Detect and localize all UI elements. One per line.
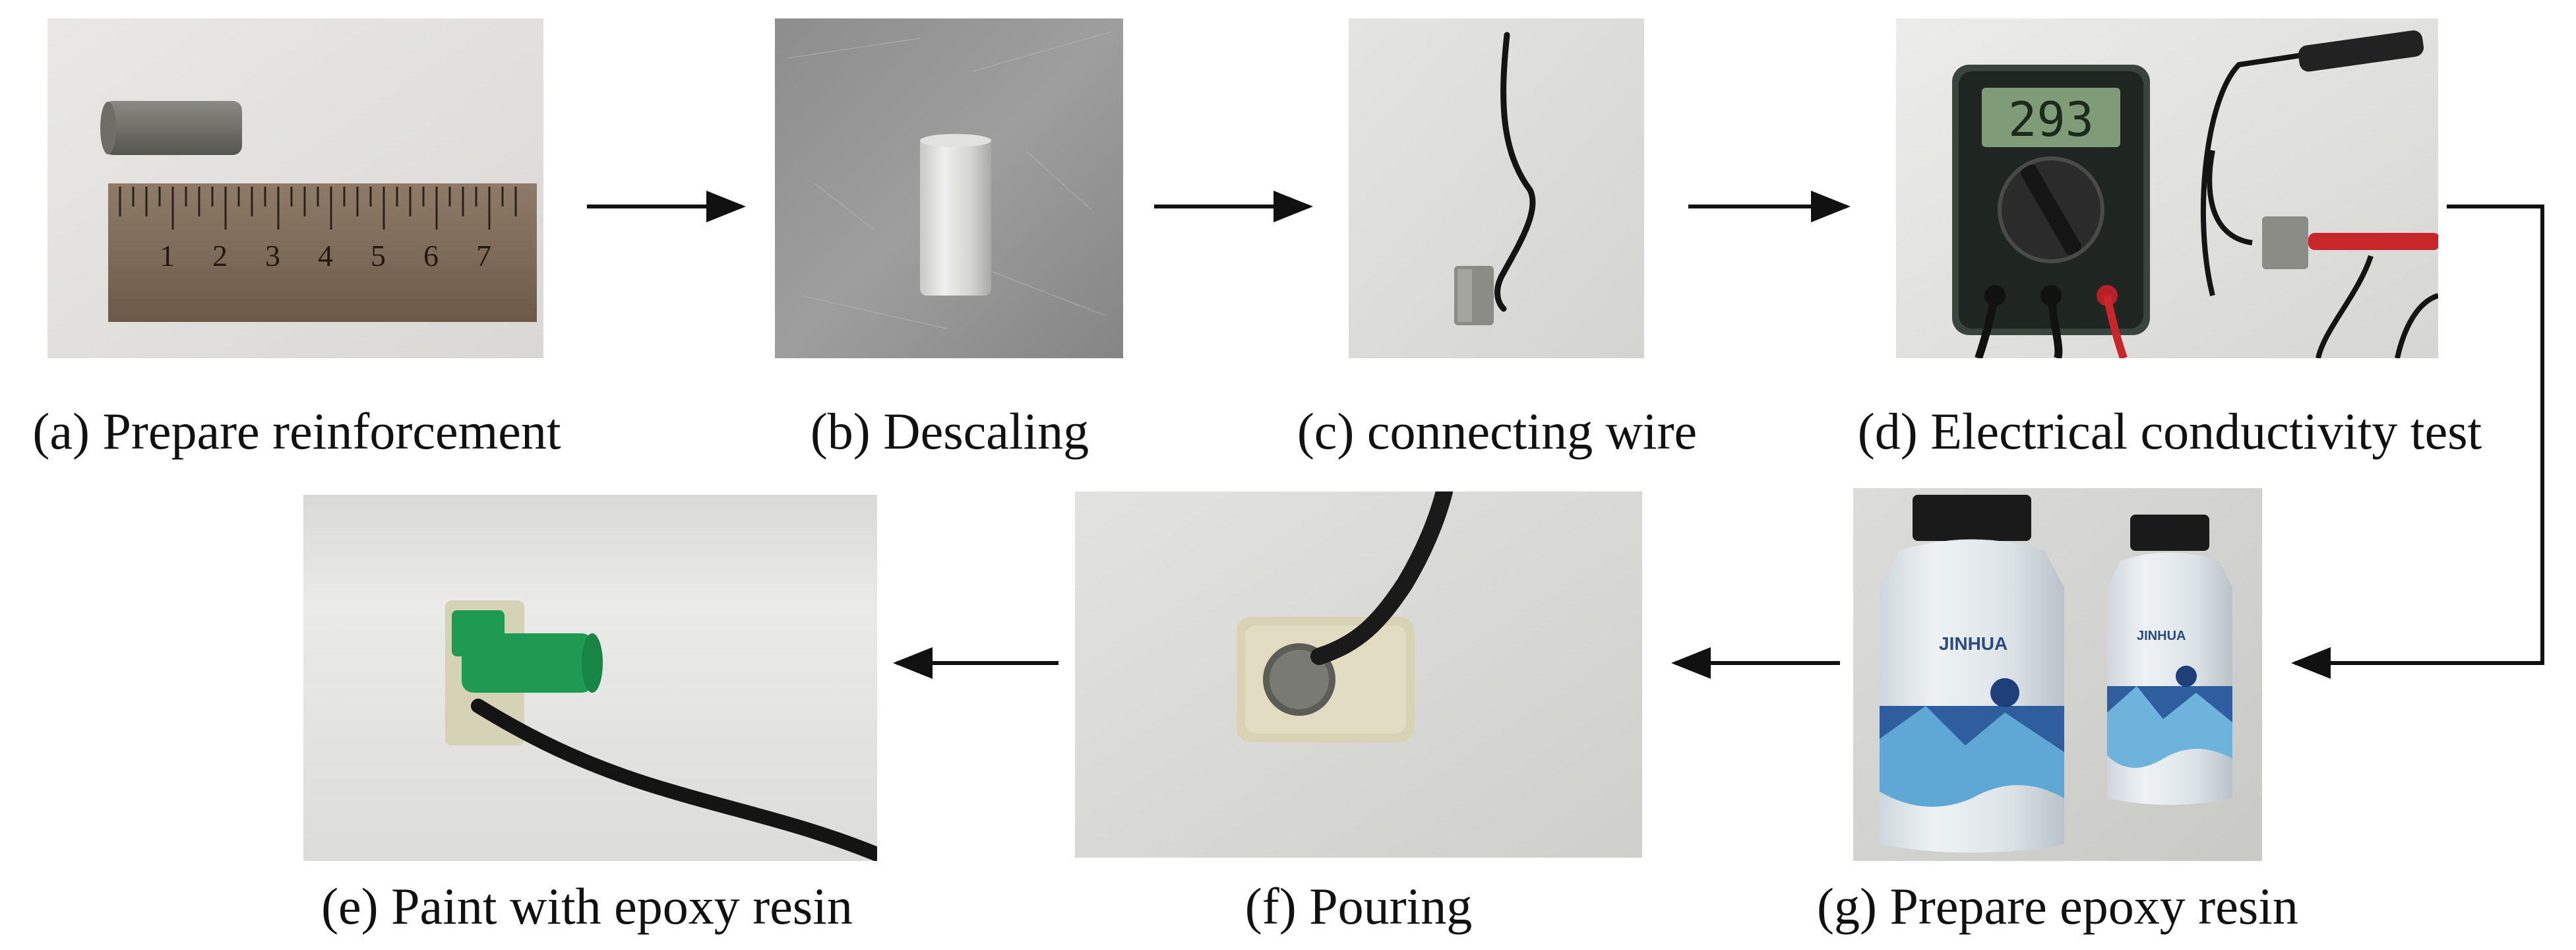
photo-prepare-reinforcement: 1 2 3 4 5 6 7	[47, 18, 543, 358]
small-bottle-brand: JINHUA	[2137, 629, 2186, 643]
ruler-number: 3	[265, 239, 280, 272]
big-bottle-brand: JINHUA	[1939, 633, 2008, 654]
caption-pouring: (f) Pouring	[1244, 877, 1473, 935]
photo-prepare-epoxy-resin: JINHUA JINHUA	[1853, 488, 2262, 861]
photo-connecting-wire	[1349, 18, 1644, 358]
caption-prepare-epoxy-resin: (g) Prepare epoxy resin	[1817, 877, 2298, 935]
caption-connecting-wire: (c) connecting wire	[1297, 402, 1698, 460]
caption-prepare-reinforcement: (a) Prepare reinforcement	[32, 402, 561, 460]
caption-electrical-conductivity-test: (d) Electrical conductivity test	[1857, 402, 2482, 460]
ruler-number: 6	[423, 239, 439, 272]
ruler-number: 4	[318, 239, 333, 272]
photo-pouring	[1075, 491, 1642, 858]
ruler-number: 1	[160, 239, 175, 272]
ruler-number: 2	[212, 239, 228, 272]
meter-reading: 293	[2008, 92, 2094, 147]
photo-paint-with-epoxy-resin	[303, 495, 877, 861]
ruler-number: 7	[476, 239, 491, 272]
caption-descaling: (b) Descaling	[810, 402, 1089, 460]
photo-descaling	[775, 18, 1123, 358]
caption-paint-with-epoxy-resin: (e) Paint with epoxy resin	[321, 877, 853, 935]
arrow-d-to-g	[2291, 205, 2544, 679]
photo-electrical-conductivity-test: 293	[1896, 18, 2438, 358]
ruler-number: 5	[371, 239, 386, 272]
